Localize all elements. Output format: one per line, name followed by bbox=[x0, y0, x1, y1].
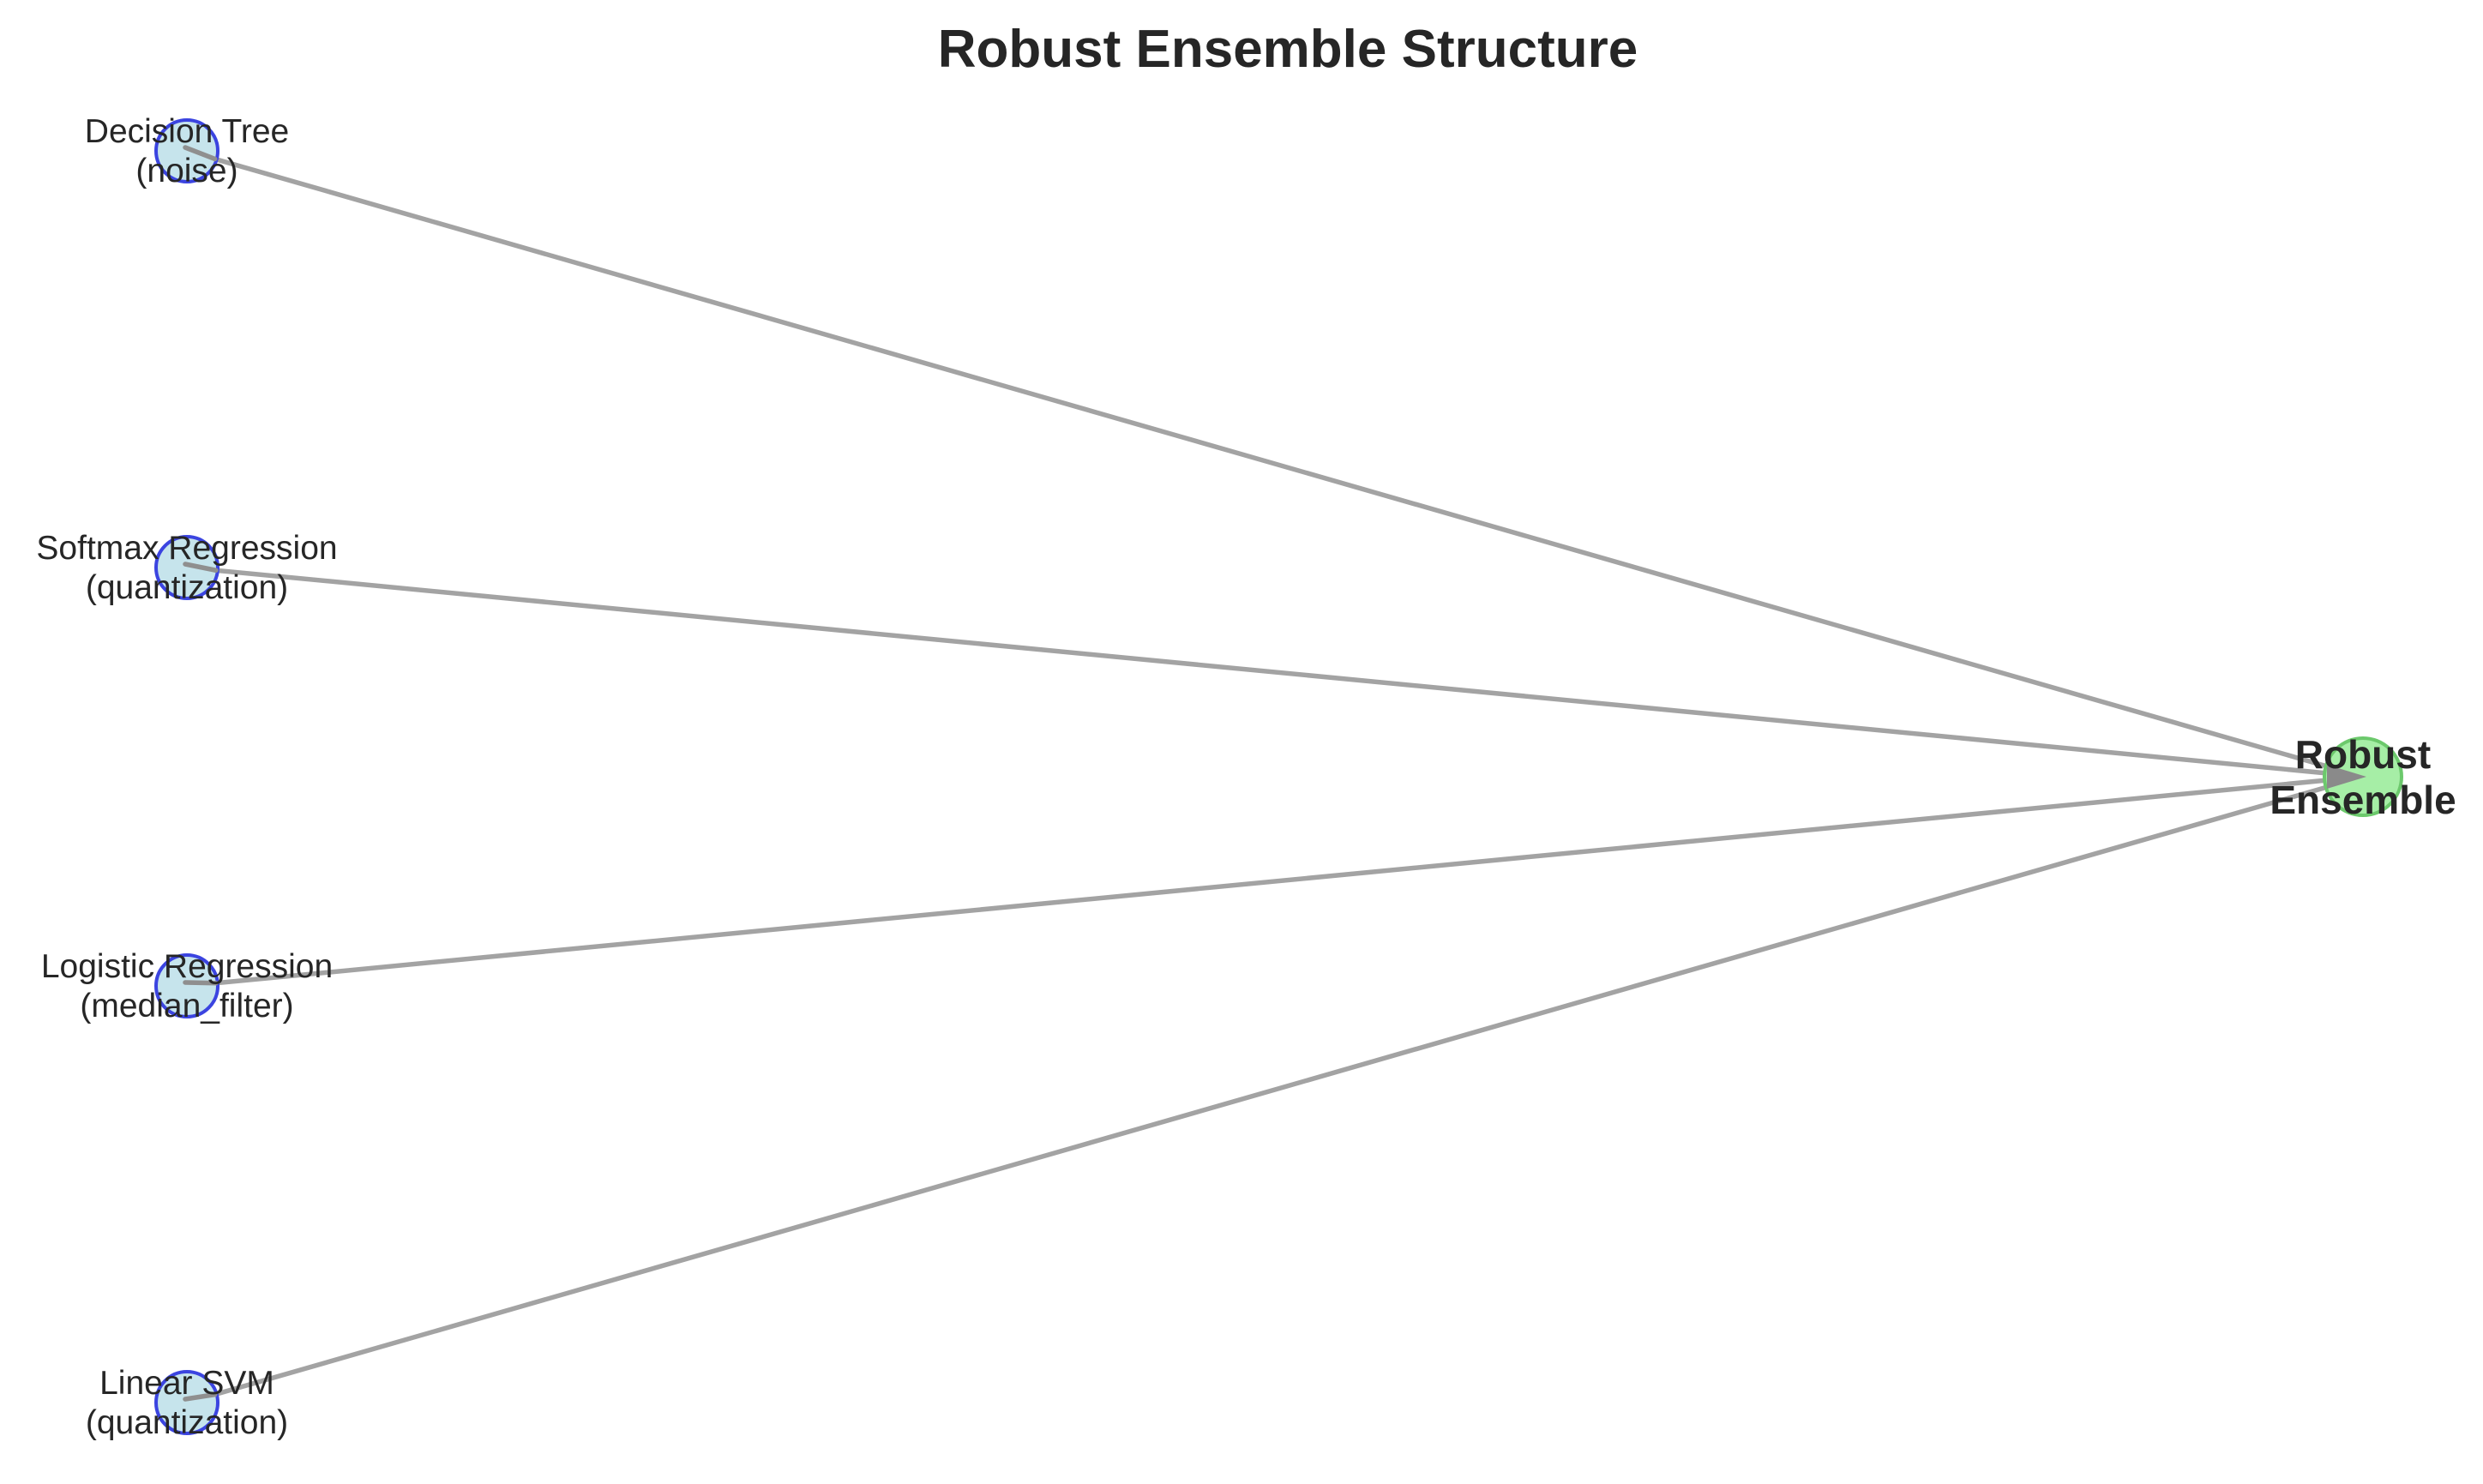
node-label-linear-svm-transform: (quantization) bbox=[86, 1404, 288, 1441]
node-label-logistic-regression-transform: (median_filter) bbox=[80, 988, 293, 1024]
node-label-logistic-regression-name: Logistic Regression bbox=[41, 948, 333, 985]
labels-layer: Decision Tree(noise)Softmax Regression(q… bbox=[36, 113, 2456, 1441]
edge-logistic-regression-to-ensemble bbox=[184, 774, 2366, 988]
edge-softmax-regression-to-ensemble bbox=[184, 565, 2366, 779]
node-logistic-regression bbox=[154, 953, 219, 1018]
node-label-softmax-regression-transform: (quantization) bbox=[86, 569, 288, 606]
node-softmax-regression bbox=[154, 535, 219, 600]
node-decision-tree bbox=[154, 118, 219, 183]
node-label-decision-tree-name: Decision Tree bbox=[85, 113, 289, 150]
ensemble-arrowhead bbox=[2327, 765, 2366, 789]
edge-decision-tree-to-ensemble bbox=[184, 148, 2366, 779]
edge-linear-svm-to-ensemble bbox=[184, 774, 2366, 1405]
edge-stub-logistic-regression bbox=[183, 980, 219, 986]
nodes-layer bbox=[154, 118, 2403, 1435]
node-label-softmax-regression-name: Softmax Regression bbox=[36, 530, 337, 567]
diagram-title: Robust Ensemble Structure bbox=[938, 20, 1638, 79]
edges-layer bbox=[184, 148, 2366, 1405]
node-linear-svm bbox=[154, 1370, 219, 1435]
node-label-robust-ensemble-line2: Ensemble bbox=[2270, 778, 2456, 822]
edge-stub-linear-svm bbox=[183, 1391, 218, 1402]
edge-stub-decision-tree bbox=[183, 145, 218, 162]
node-label-robust-ensemble-line1: Robust bbox=[2295, 732, 2431, 777]
node-label-decision-tree-transform: (noise) bbox=[135, 153, 237, 189]
node-label-linear-svm-name: Linear SVM bbox=[99, 1365, 274, 1402]
edge-stub-softmax-regression bbox=[183, 562, 219, 574]
